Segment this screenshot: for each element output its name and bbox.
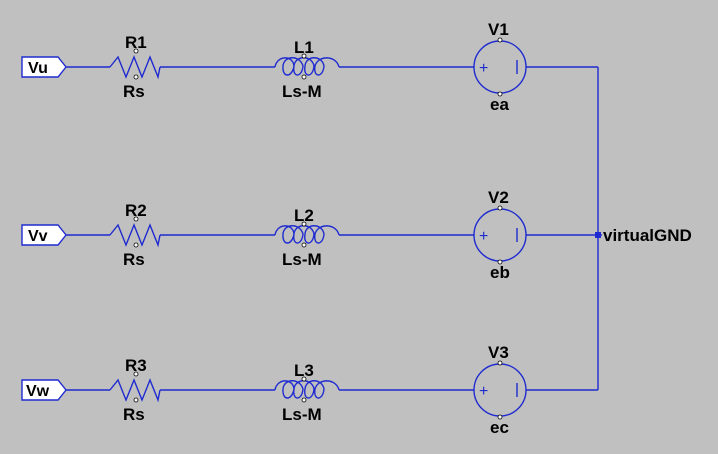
inductor-pin xyxy=(301,53,307,59)
inductor-l1[interactable]: L1 Ls-M xyxy=(274,38,340,101)
plus-sign: + xyxy=(479,60,488,77)
source-pin xyxy=(497,91,503,97)
inductor-value: Ls-M xyxy=(282,405,322,424)
port-label: Vu xyxy=(28,60,48,77)
phase-branch-w: Vw R3 Rs L3 Ls-M + V3 ec xyxy=(21,343,598,437)
resistor-name: R3 xyxy=(125,356,147,375)
voltage-source-v1[interactable]: + V1 ea xyxy=(473,20,527,114)
port-vv[interactable]: Vv xyxy=(21,224,67,246)
port-label: Vv xyxy=(28,228,48,245)
resistor-r3[interactable]: R3 Rs xyxy=(109,356,161,424)
inductor-coil xyxy=(274,57,340,76)
resistor-r1[interactable]: R1 Rs xyxy=(109,33,161,101)
resistor-zigzag xyxy=(109,378,161,403)
port-flag-shape xyxy=(21,56,67,78)
phase-branch-u: Vu R1 Rs L1 Ls-M + V1 ea xyxy=(21,20,598,114)
resistor-pin xyxy=(133,216,139,222)
port-vu[interactable]: Vu xyxy=(21,56,67,78)
phase-branch-v: Vv R2 Rs L2 Ls-M + V2 eb xyxy=(21,188,598,282)
resistor-value: Rs xyxy=(123,405,145,424)
resistor-name: R2 xyxy=(125,201,147,220)
voltage-source-v2[interactable]: + V2 eb xyxy=(473,188,527,282)
resistor-pin xyxy=(133,397,139,403)
inductor-pin xyxy=(301,397,307,403)
inductor-pin xyxy=(301,221,307,227)
inductor-coil xyxy=(274,225,340,244)
port-vw[interactable]: Vw xyxy=(21,379,67,401)
port-flag-shape xyxy=(21,224,67,246)
inductor-name: L1 xyxy=(294,38,314,57)
inductor-pin xyxy=(301,376,307,382)
source-pin xyxy=(497,360,503,366)
source-pin xyxy=(497,414,503,420)
resistor-pin xyxy=(133,242,139,248)
source-value: ec xyxy=(490,418,509,437)
voltage-source-v3[interactable]: + V3 ec xyxy=(473,343,527,437)
source-name: V2 xyxy=(488,188,509,207)
inductor-value: Ls-M xyxy=(282,82,322,101)
source-pin xyxy=(497,205,503,211)
source-value: ea xyxy=(490,95,509,114)
resistor-value: Rs xyxy=(123,250,145,269)
source-pin xyxy=(497,259,503,265)
source-name: V3 xyxy=(488,343,509,362)
inductor-l2[interactable]: L2 Ls-M xyxy=(274,206,340,269)
inductor-name: L2 xyxy=(294,206,314,225)
resistor-pin xyxy=(133,48,139,54)
resistor-name: R1 xyxy=(125,33,147,52)
port-label: Vw xyxy=(26,383,50,400)
plus-sign: + xyxy=(479,383,488,400)
port-flag-shape xyxy=(21,379,67,401)
inductor-pin xyxy=(301,74,307,80)
inductor-value: Ls-M xyxy=(282,250,322,269)
resistor-r2[interactable]: R2 Rs xyxy=(109,201,161,269)
resistor-value: Rs xyxy=(123,82,145,101)
source-pin xyxy=(497,37,503,43)
plus-sign: + xyxy=(479,228,488,245)
inductor-l3[interactable]: L3 Ls-M xyxy=(274,361,340,424)
inductor-coil xyxy=(274,380,340,399)
inductor-name: L3 xyxy=(294,361,314,380)
source-name: V1 xyxy=(488,20,509,39)
source-value: eb xyxy=(490,263,510,282)
resistor-pin xyxy=(133,371,139,377)
resistor-zigzag xyxy=(109,223,161,248)
net-label-virtualgnd: virtualGND xyxy=(603,226,692,245)
resistor-pin xyxy=(133,74,139,80)
resistor-zigzag xyxy=(109,55,161,80)
inductor-pin xyxy=(301,242,307,248)
